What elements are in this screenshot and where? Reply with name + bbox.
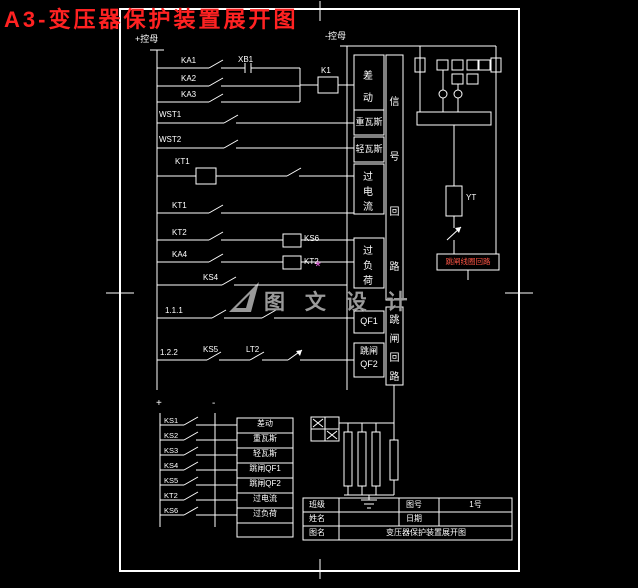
group-signal-loop: 信号回路 [389, 97, 400, 273]
cell-overcurrent: 过电流 [363, 172, 373, 213]
tb-name-label: 姓名 [309, 514, 325, 523]
ann-relay-ks1: KS1 [164, 416, 179, 425]
relay-label-ka3: KA3 [181, 90, 197, 99]
relay-label-ka4: KA4 [172, 250, 188, 259]
terminal-label-122: 1.2.2 [160, 348, 178, 357]
watermark-logo [229, 282, 259, 312]
ann-bus-pos: + [156, 398, 162, 409]
watermark-text: 图 文 设 计 [264, 291, 415, 314]
ann-row: 跳闸QF2 [249, 479, 281, 488]
ann-row: 轻瓦斯 [253, 449, 277, 458]
tb-date-label: 日期 [406, 514, 422, 523]
watermark-mark: * [315, 258, 321, 275]
relay-label-ks5: KS5 [203, 345, 219, 354]
protection-ladder [150, 45, 354, 390]
tb-title-label: 图名 [309, 528, 325, 537]
relay-label-ks4: KS4 [203, 273, 219, 282]
relay-label-xb1: XB1 [238, 55, 254, 64]
relay-label-wst1: WST1 [159, 110, 182, 119]
drawing-frame [106, 1, 533, 579]
cell-qf2: QF2 [360, 359, 378, 369]
annunciator-circuit [159, 413, 294, 538]
relay-label-ka1: KA1 [181, 56, 197, 65]
cell-overload: 过负荷 [363, 246, 373, 287]
ct-circuit [310, 385, 399, 509]
bus-positive-label: +控母 [135, 34, 159, 44]
trip-coil-note: 跳闸线圈回路 [445, 257, 491, 266]
bus-negative-label: -控母 [325, 31, 346, 41]
ann-row: 重瓦斯 [253, 434, 277, 443]
ann-row: 跳闸QF1 [249, 464, 281, 473]
tb-drawing-title: 变压器保护装置展开图 [386, 528, 466, 537]
ann-relay-ks6: KS6 [164, 506, 179, 515]
ann-relay-ks3: KS3 [164, 446, 179, 455]
function-boxes [353, 54, 404, 386]
cell-trip: 跳闸 [359, 346, 378, 356]
tb-class-label: 班级 [309, 500, 325, 509]
ann-relay-ks2: KS2 [164, 431, 179, 440]
cell-heavy-gas: 重瓦斯 [355, 117, 383, 127]
relay-label-yt: YT [466, 193, 477, 202]
relay-label-ka2: KA2 [181, 74, 197, 83]
cell-differential: 差动 [363, 71, 373, 104]
relay-label-lt2: LT2 [246, 345, 260, 354]
ann-row: 过负荷 [253, 509, 277, 518]
cell-qf1: QF1 [360, 316, 378, 326]
title-block [302, 497, 513, 541]
relay-label-kt1: KT1 [172, 201, 187, 210]
ann-row: 过电流 [253, 494, 277, 503]
group-trip-loop: 跳闸回路 [389, 315, 400, 383]
tb-no-value: 1号 [469, 500, 482, 509]
relay-label-ks6: KS6 [304, 234, 320, 243]
ann-relay-kt2: KT2 [164, 491, 178, 500]
relay-label-k1: K1 [321, 66, 331, 75]
tb-no-label: 图号 [406, 500, 422, 509]
ann-row: 差动 [257, 419, 273, 428]
relay-label-wst2: WST2 [159, 135, 182, 144]
terminal-label-111: 1.1.1 [165, 306, 183, 315]
page-title: A3-变压器保护装置展开图 [4, 7, 299, 32]
ann-relay-ks5: KS5 [164, 476, 179, 485]
breaker-control-circuit [354, 45, 502, 280]
relay-label-kt2-coil: KT2 [304, 257, 319, 266]
relay-label-kt2: KT2 [172, 228, 187, 237]
relay-label-kt1-coil: KT1 [175, 157, 190, 166]
ann-relay-ks4: KS4 [164, 461, 179, 470]
ann-bus-neg: - [212, 398, 216, 409]
cell-light-gas: 轻瓦斯 [355, 144, 383, 154]
